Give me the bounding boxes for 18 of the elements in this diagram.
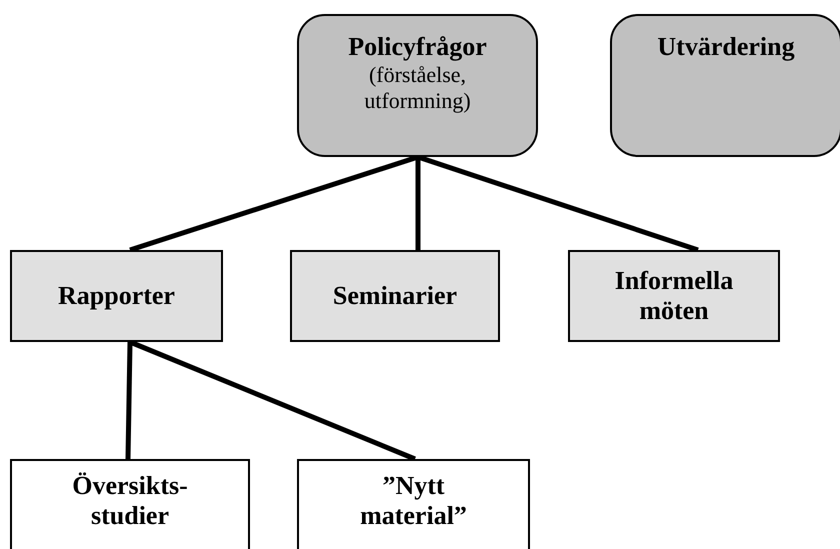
rounded-box: [610, 14, 840, 157]
connector-line: [129, 340, 416, 462]
box: [297, 459, 530, 549]
box-title: ”Nytt material”: [359, 471, 468, 531]
box-title: Utvärdering: [656, 32, 796, 62]
box-subtitle: (förståelse, utformning): [363, 62, 472, 114]
box-title: Översikts- studier: [71, 471, 189, 531]
box-title: Policyfrågor: [347, 32, 488, 62]
box-title: Informella möten: [614, 266, 734, 326]
box: [10, 250, 223, 342]
box-title: Seminarier: [332, 281, 458, 311]
box: [10, 459, 250, 549]
box: [568, 250, 780, 342]
box: [290, 250, 500, 342]
box-title: Rapporter: [57, 281, 176, 311]
connector-line: [416, 157, 420, 250]
rounded-box: [297, 14, 538, 157]
connector-line: [126, 342, 132, 460]
